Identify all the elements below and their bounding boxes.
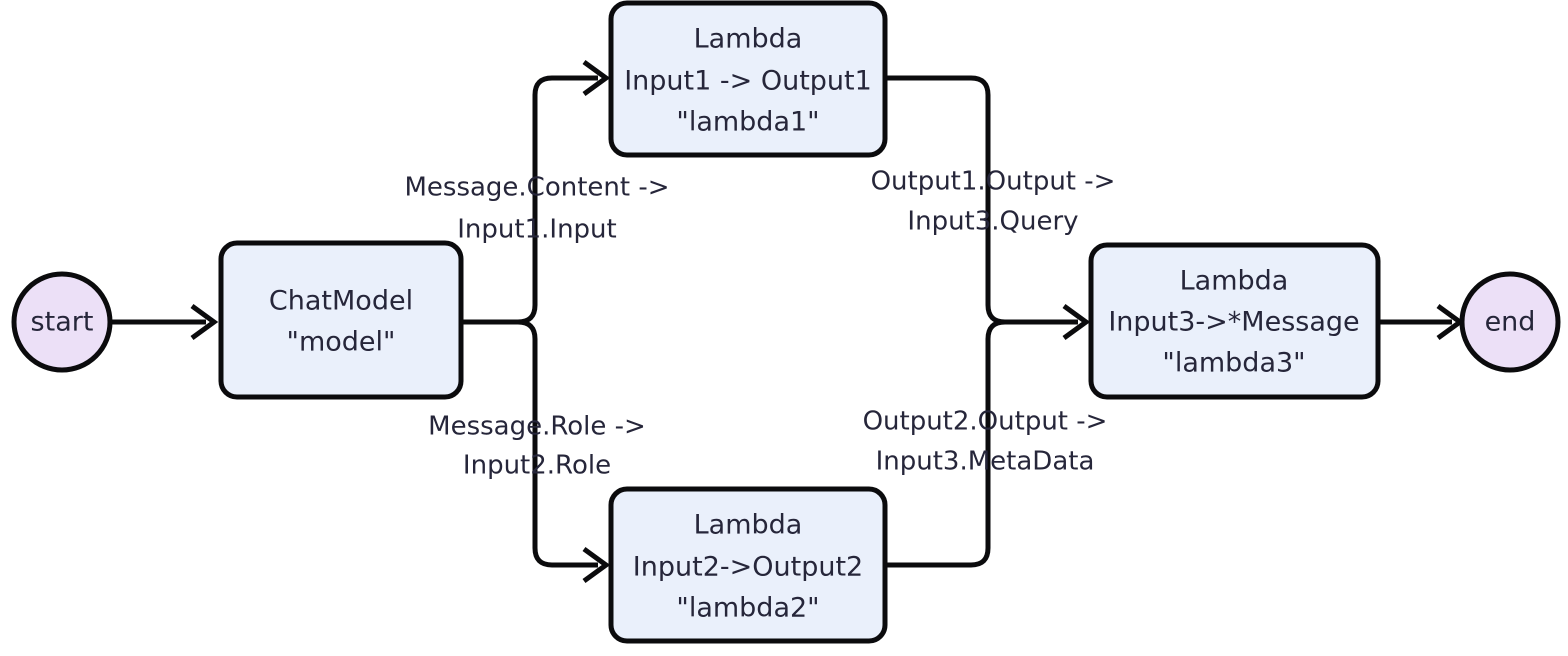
- lambda1-label-line3: "lambda1": [676, 107, 819, 138]
- chatmodel-label-line1: ChatModel: [269, 286, 413, 317]
- node-lambda3[interactable]: Lambda Input3->*Message "lambda3": [1088, 242, 1381, 400]
- edge-label-line1: Output1.Output ->: [871, 167, 1116, 197]
- arrowhead-icon: [1062, 303, 1091, 341]
- lambda2-label-line3: "lambda2": [676, 593, 819, 624]
- end-circle[interactable]: [1459, 271, 1561, 373]
- edge-lambda1-to-lambda3: Output1.Output -> Input3.Query: [871, 75, 1116, 325]
- lambda3-box[interactable]: [1088, 242, 1381, 400]
- lambda2-label-line2: Input2->Output2: [633, 552, 863, 583]
- edge-label-line2: Input3.Query: [907, 207, 1078, 237]
- edge-line: [887, 319, 1006, 568]
- edge-chatmodel-to-lambda2: Message.Role -> Input2.Role: [428, 319, 646, 584]
- edge-lambda2-to-lambda3: Output2.Output -> Input3.MetaData: [863, 319, 1108, 568]
- lambda1-label-line2: Input1 -> Output1: [624, 66, 872, 97]
- arrowhead-icon: [582, 546, 611, 584]
- lambda3-label-line2: Input3->*Message: [1108, 307, 1359, 338]
- lambda2-label-line1: Lambda: [694, 510, 803, 541]
- node-lambda2[interactable]: Lambda Input2->Output2 "lambda2": [608, 486, 888, 644]
- lambda3-label-line1: Lambda: [1180, 266, 1289, 297]
- edge-label-line1: Message.Content ->: [404, 173, 669, 203]
- node-start[interactable]: start: [11, 271, 113, 373]
- edge-merge-to-lambda3: [1005, 303, 1091, 341]
- start-circle[interactable]: [11, 271, 113, 373]
- lambda1-box[interactable]: [608, 0, 888, 158]
- edge-label-line2: Input2.Role: [463, 451, 611, 481]
- edge-line: [517, 75, 598, 325]
- chatmodel-box[interactable]: [218, 240, 464, 400]
- edge-label-line1: Output2.Output ->: [863, 407, 1108, 437]
- lambda3-label-line3: "lambda3": [1162, 348, 1305, 379]
- edge-start-to-chatmodel: [112, 303, 219, 341]
- arrowhead-icon: [582, 59, 611, 97]
- end-label: end: [1485, 307, 1536, 338]
- edge-line: [517, 319, 598, 568]
- node-chatmodel[interactable]: ChatModel "model": [218, 240, 464, 400]
- node-end[interactable]: end: [1459, 271, 1561, 373]
- edge-label-line2: Input3.MetaData: [876, 447, 1095, 477]
- edge-chatmodel-to-lambda1: Message.Content -> Input1.Input: [404, 59, 670, 325]
- edge-lambda3-to-end: [1380, 303, 1465, 341]
- lambda1-label-line1: Lambda: [694, 24, 803, 55]
- arrowhead-icon: [190, 303, 219, 341]
- edge-label-line1: Message.Role ->: [428, 412, 646, 442]
- chatmodel-label-line2: "model": [287, 327, 396, 358]
- edge-label-line2: Input1.Input: [457, 215, 616, 245]
- lambda2-box[interactable]: [608, 486, 888, 644]
- node-lambda1[interactable]: Lambda Input1 -> Output1 "lambda1": [608, 0, 888, 158]
- start-label: start: [31, 307, 94, 338]
- edge-line: [887, 75, 1006, 325]
